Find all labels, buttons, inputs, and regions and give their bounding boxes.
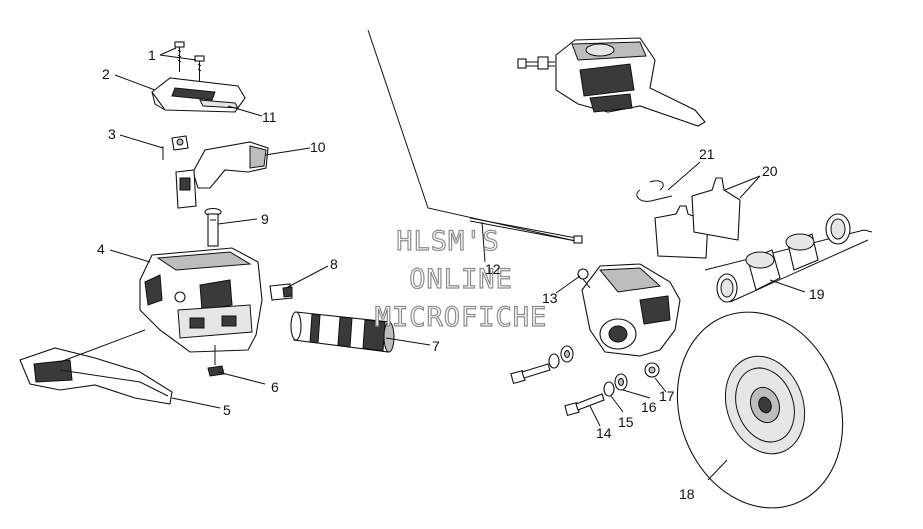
leader-lines	[59, 47, 806, 481]
watermark: HLSM'S ONLINE MICROFICHE	[374, 225, 548, 333]
callout-13: 13	[542, 290, 558, 306]
part-3-clip	[162, 135, 189, 160]
callout-19: 19	[809, 286, 825, 302]
part-21-spring-clip	[636, 180, 673, 202]
callout-1: 1	[148, 47, 156, 63]
callout-18: 18	[679, 486, 695, 502]
part-14-bolts	[510, 363, 605, 417]
watermark-line3: MICROFICHE	[375, 302, 548, 333]
part-6-nut	[207, 365, 225, 377]
callout-3: 3	[108, 126, 116, 142]
callout-14: 14	[596, 425, 612, 441]
part-9-pivot-bolt	[204, 207, 222, 247]
part-10-lever-arm	[175, 141, 269, 209]
callout-2: 2	[102, 66, 110, 82]
assembled-master-cylinder	[517, 37, 706, 127]
part-18-brake-disc	[676, 311, 844, 509]
part-12-brake-line	[367, 29, 583, 244]
callout-5: 5	[223, 402, 231, 418]
part-15-washers	[548, 353, 615, 397]
callout-4: 4	[97, 241, 105, 257]
part-20-brake-pads	[654, 177, 741, 259]
part-7-piston-assembly	[290, 311, 395, 353]
callout-16: 16	[641, 399, 657, 415]
part-4-master-cylinder	[139, 247, 263, 365]
callout-21: 21	[699, 146, 715, 162]
callout-9: 9	[261, 211, 269, 227]
callout-17: 17	[659, 388, 675, 404]
part-16-washers	[560, 345, 628, 391]
callout-6: 6	[271, 379, 279, 395]
part-5-brake-lever	[19, 347, 173, 405]
part-19-pistons	[704, 213, 873, 303]
callout-12: 12	[485, 261, 501, 277]
part-8-switch	[269, 283, 293, 301]
part-17-caliper	[581, 263, 681, 378]
callout-8: 8	[330, 256, 338, 272]
part-13-bleeder	[577, 268, 591, 289]
watermark-line2: ONLINE	[409, 264, 513, 295]
callout-10: 10	[310, 139, 326, 155]
callout-7: 7	[432, 338, 440, 354]
part-1-screws	[174, 41, 205, 82]
callout-15: 15	[618, 414, 634, 430]
watermark-line1: HLSM'S	[396, 226, 500, 257]
callout-20: 20	[762, 163, 778, 179]
callout-11: 11	[262, 109, 277, 125]
callout-labels: 1 2 11 3 10 9 4 8 7 6 5 12 13 14 15 16 1…	[97, 47, 825, 502]
